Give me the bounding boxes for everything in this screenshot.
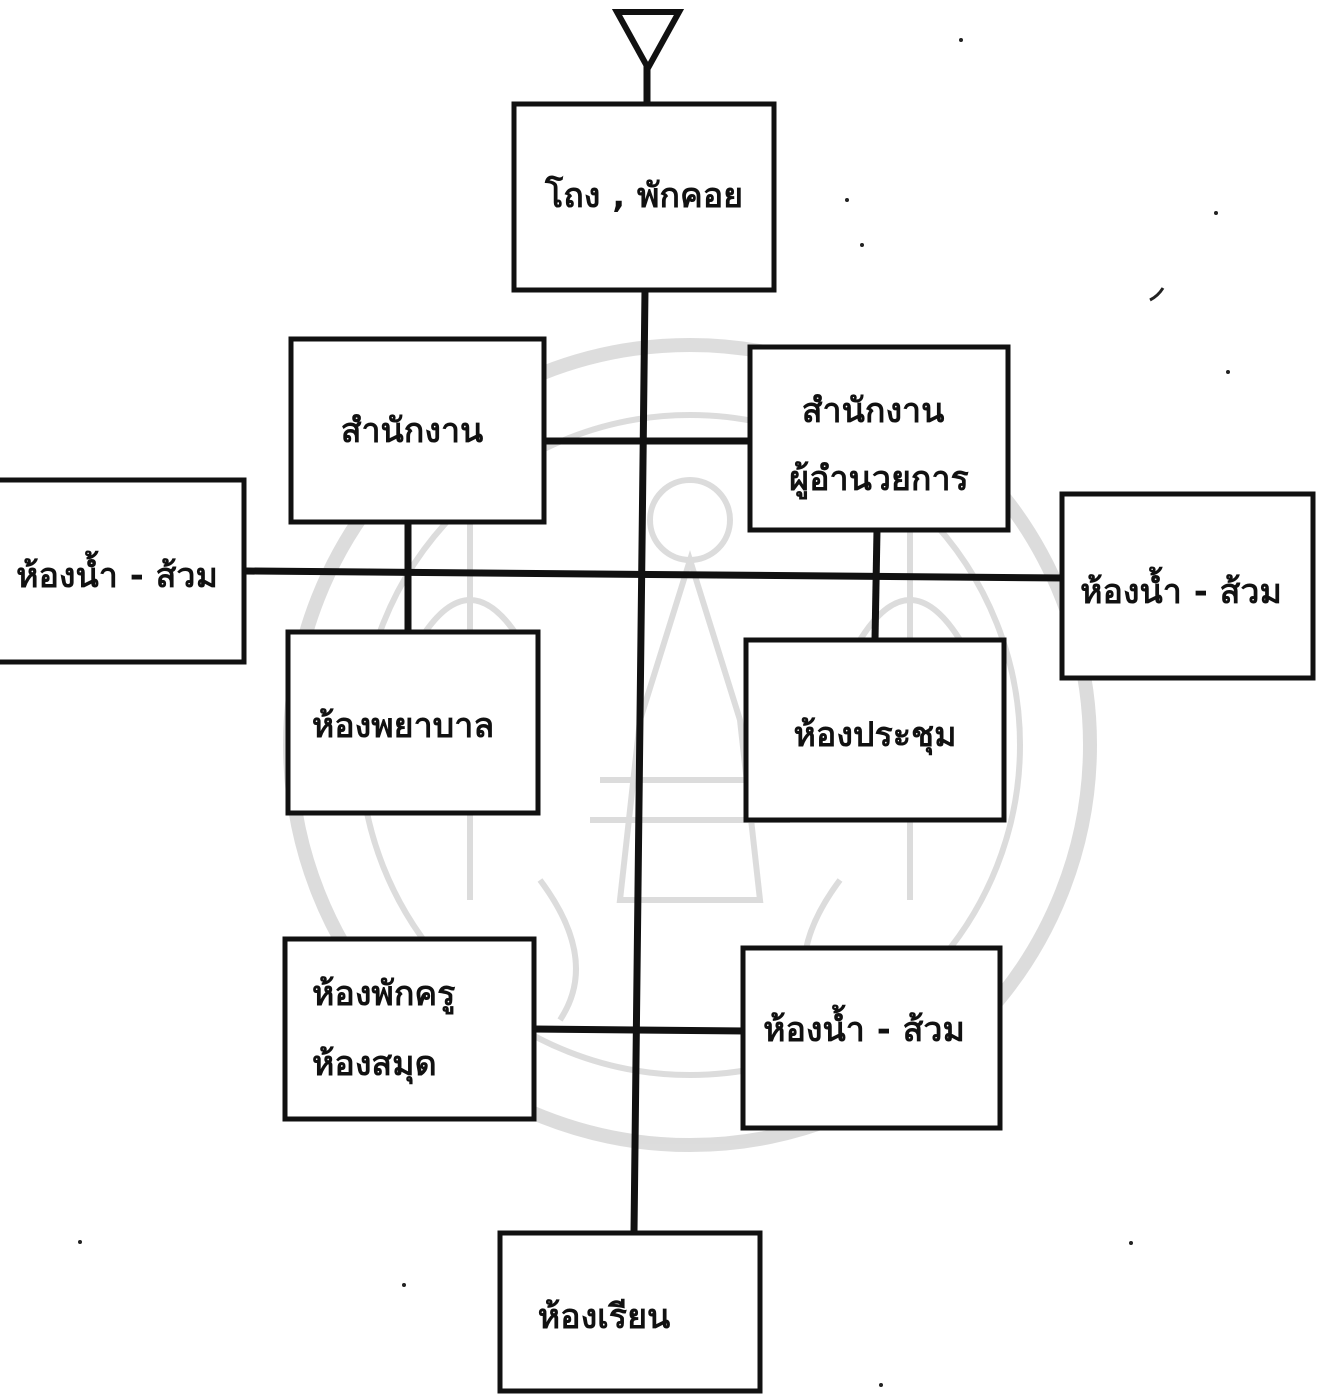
room-classroom-box <box>497 1230 763 1394</box>
room-teacher-library: ห้องพักครู ห้องสมุด <box>282 936 537 1122</box>
room-meeting-label: ห้องประชุม <box>793 715 956 756</box>
cross-corridor-line <box>243 567 1066 582</box>
svg-text:ห้องพยาบาล: ห้องพยาบาล <box>312 706 494 746</box>
room-lobby-label: โถง , พักคอย <box>544 175 743 216</box>
room-meeting-box <box>743 637 1007 823</box>
room-restroom-left: ห้องน้ำ - ส้วม <box>0 477 247 665</box>
entrance-triangle-icon <box>611 9 685 75</box>
room-teacher-library-label-line1: ห้องพักครู <box>312 974 456 1015</box>
room-restroom-lower-box <box>740 945 1003 1131</box>
svg-text:ห้องประชุม: ห้องประชุม <box>793 715 956 756</box>
svg-text:ห้องน้ำ - ส้วม: ห้องน้ำ - ส้วม <box>16 550 218 596</box>
svg-text:สำนักงาน: สำนักงาน <box>341 411 484 451</box>
room-classroom: ห้องเรียน <box>497 1230 763 1394</box>
room-lobby-box <box>511 101 777 293</box>
room-director-office: สำนักงาน ผู้อำนวยการ <box>747 344 1011 533</box>
lower-rooms-connector <box>530 1025 747 1035</box>
svg-text:ห้องพักครู ห้องสมุด: ห้องพักครู ห้องสมุด <box>312 974 467 1085</box>
room-nurse-label: ห้องพยาบาล <box>312 706 494 746</box>
room-director-office-label-line1: สำนักงาน <box>802 391 945 431</box>
room-restroom-right-box <box>1059 491 1316 681</box>
scan-specks <box>78 38 1230 1387</box>
svg-text:ห้องน้ำ - ส้วม: ห้องน้ำ - ส้วม <box>1080 566 1282 612</box>
room-nurse-box <box>285 629 541 816</box>
room-director-office-label-line2: ผู้อำนวยการ <box>789 459 969 500</box>
svg-text:ห้องเรียน: ห้องเรียน <box>538 1297 670 1337</box>
room-director-office-box <box>747 344 1011 533</box>
room-office-box <box>288 336 547 525</box>
room-restroom-right: ห้องน้ำ - ส้วม <box>1059 491 1316 681</box>
room-teacher-library-label-line2: ห้องสมุด <box>312 1044 437 1085</box>
room-teacher-library-box <box>282 936 537 1122</box>
svg-text:ห้องน้ำ - ส้วม: ห้องน้ำ - ส้วม <box>763 1004 965 1050</box>
room-meeting: ห้องประชุม <box>743 637 1007 823</box>
room-restroom-left-box <box>0 477 247 665</box>
svg-text:สำนักงาน ผู้อำนวยการ: สำนักงาน ผู้อำนวยการ <box>789 391 969 500</box>
room-restroom-lower: ห้องน้ำ - ส้วม <box>740 945 1003 1131</box>
room-office-label: สำนักงาน <box>341 411 484 451</box>
room-classroom-label: ห้องเรียน <box>538 1297 670 1337</box>
room-nurse: ห้องพยาบาล <box>285 629 541 816</box>
room-lobby: โถง , พักคอย <box>511 101 777 293</box>
main-corridor-line <box>630 286 649 1236</box>
room-restroom-lower-label: ห้องน้ำ - ส้วม <box>763 1004 965 1050</box>
director-to-meeting-connector <box>871 526 881 644</box>
connector-lines <box>243 64 1066 1236</box>
room-restroom-right-label: ห้องน้ำ - ส้วม <box>1080 566 1282 612</box>
room-office: สำนักงาน <box>288 336 547 525</box>
room-restroom-left-label: ห้องน้ำ - ส้วม <box>16 550 218 596</box>
svg-text:โถง , พักคอย: โถง , พักคอย <box>544 175 743 216</box>
